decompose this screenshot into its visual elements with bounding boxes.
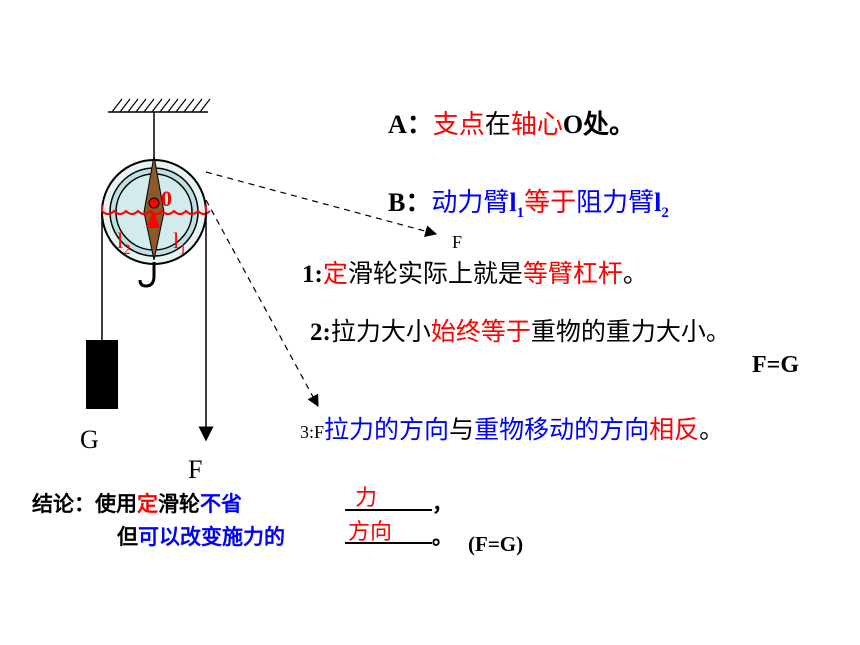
arm-l2-sub: 2 (123, 242, 131, 258)
conclusion-red: 定 (137, 492, 158, 516)
point-b-blue1: 动力臂 (431, 188, 510, 218)
statement-3-blue2: 重物移动的方向 (474, 415, 650, 444)
statement-2-mid: 拉力大小 (330, 317, 431, 346)
pivot-label: 0 (161, 186, 172, 211)
ceiling (108, 98, 211, 113)
point-b: B：动力臂l1等于阻力臂l2 (388, 182, 669, 221)
arrow3-force-label: F (314, 422, 325, 442)
conclusion-blue2: 可以改变施力的 (138, 525, 285, 549)
blank-answer-2: 方向 (348, 520, 393, 545)
conclusion-line2-start: 但 (117, 525, 138, 549)
arrow1-force-label: F (452, 232, 463, 252)
conclusion-comma: ， (432, 492, 453, 516)
point-b-sym1: l (509, 188, 517, 217)
conclusion-line-2: 但可以改变施力的 (117, 521, 285, 551)
statement-1-red2: 等臂杠杆 (522, 259, 623, 288)
arm-l1-label: l1 (173, 228, 187, 258)
statement-2-num: 2: (310, 319, 331, 346)
equation-fg: F=G (752, 352, 800, 378)
weight-block (86, 340, 118, 409)
statement-3-blue1: 拉力的方向 (324, 415, 450, 444)
statement-3-tail: 。 (699, 415, 725, 444)
conclusion-line-1: 结论：使用定滑轮不省 (32, 488, 242, 518)
point-b-sub2: 2 (661, 205, 669, 221)
point-a-mid: 在 (484, 110, 511, 140)
point-a-tail: O处。 (562, 110, 636, 139)
conclusion-label: 结论：使用 (32, 492, 137, 516)
conclusion-end: 。 (432, 525, 453, 549)
point-a-red2: 轴心 (510, 110, 563, 140)
point-b-sub1: 1 (516, 205, 525, 221)
statement-2: 2:拉力大小始终等于重物的重力大小。 (310, 312, 731, 348)
statement-3-red: 相反 (649, 415, 700, 444)
pivot-arrow-icon (146, 210, 160, 228)
conclusion-mid: 滑轮 (158, 492, 200, 516)
hook-icon (138, 262, 156, 288)
point-b-prefix: B： (388, 188, 432, 217)
pivot-point (148, 197, 160, 209)
point-b-red: 等于 (524, 188, 577, 218)
point-a: A：支点在轴心O处。 (388, 104, 635, 141)
conclusion-blue1: 不省 (200, 492, 242, 516)
dashed-pull-3 (205, 199, 319, 408)
weight-label: G (80, 425, 99, 454)
force-label: F (188, 455, 203, 484)
pulley-wheel (101, 155, 207, 265)
point-a-red1: 支点 (432, 110, 485, 140)
lever-arm-line (101, 209, 211, 215)
arm-l2-symbol: l (117, 228, 124, 253)
dashed-pull-1 (205, 171, 438, 237)
statement-1: 1:定滑轮实际上就是等臂杠杆。 (302, 254, 648, 290)
point-b-blue2: 阻力臂 (576, 188, 655, 218)
statement-3: 3:F拉力的方向与重物移动的方向相反。 (300, 410, 724, 446)
arm-l1-symbol: l (173, 228, 180, 253)
point-a-prefix: A： (388, 110, 433, 139)
statement-1-num: 1: (302, 261, 323, 288)
arm-l1-sub: 1 (179, 242, 187, 258)
statement-2-red: 始终等于 (430, 317, 531, 346)
statement-2-tail: 重物的重力大小。 (530, 317, 731, 346)
point-b-sym2: l (654, 188, 662, 217)
arm-l2-label: l2 (117, 228, 131, 258)
statement-3-num: 3: (300, 422, 315, 442)
statement-1-mid: 滑轮实际上就是 (347, 259, 523, 288)
conclusion-eq: (F=G) (468, 532, 524, 556)
statement-1-red1: 定 (322, 259, 348, 288)
statement-1-tail: 。 (622, 259, 648, 288)
statement-3-mid: 与 (449, 415, 475, 444)
blank-answer-1: 力 (355, 486, 378, 511)
